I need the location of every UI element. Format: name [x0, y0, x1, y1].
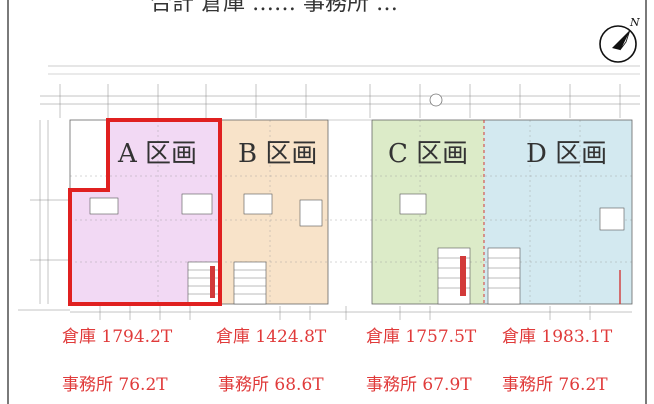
zone-c-office-stat: 事務所 67.9T: [366, 375, 472, 395]
zone-c-label: C 区画: [388, 139, 468, 169]
zone-a-office-stat: 事務所 76.2T: [62, 375, 168, 395]
floor-plan: [18, 65, 640, 320]
zone-b-label: B 区画: [238, 139, 317, 169]
zone-b-office-stat: 事務所 68.6T: [218, 375, 324, 395]
zone-b-warehouse-stat: 倉庫 1424.8T: [216, 327, 327, 347]
header-title: 合計 倉庫 …… 事務所 …: [150, 0, 398, 16]
zone-a-label: A 区画: [117, 139, 197, 169]
north-label: N: [629, 16, 640, 29]
compass-north-icon: N: [599, 16, 640, 63]
zone-d-office-stat: 事務所 76.2T: [502, 375, 608, 395]
zone-a-highlight-outline: [68, 118, 222, 306]
zone-d-label: D 区画: [526, 139, 607, 169]
zone-d-warehouse-stat: 倉庫 1983.1T: [502, 327, 613, 347]
zone-a-warehouse-stat: 倉庫 1794.2T: [62, 327, 173, 347]
zone-c-warehouse-stat: 倉庫 1757.5T: [366, 327, 477, 347]
